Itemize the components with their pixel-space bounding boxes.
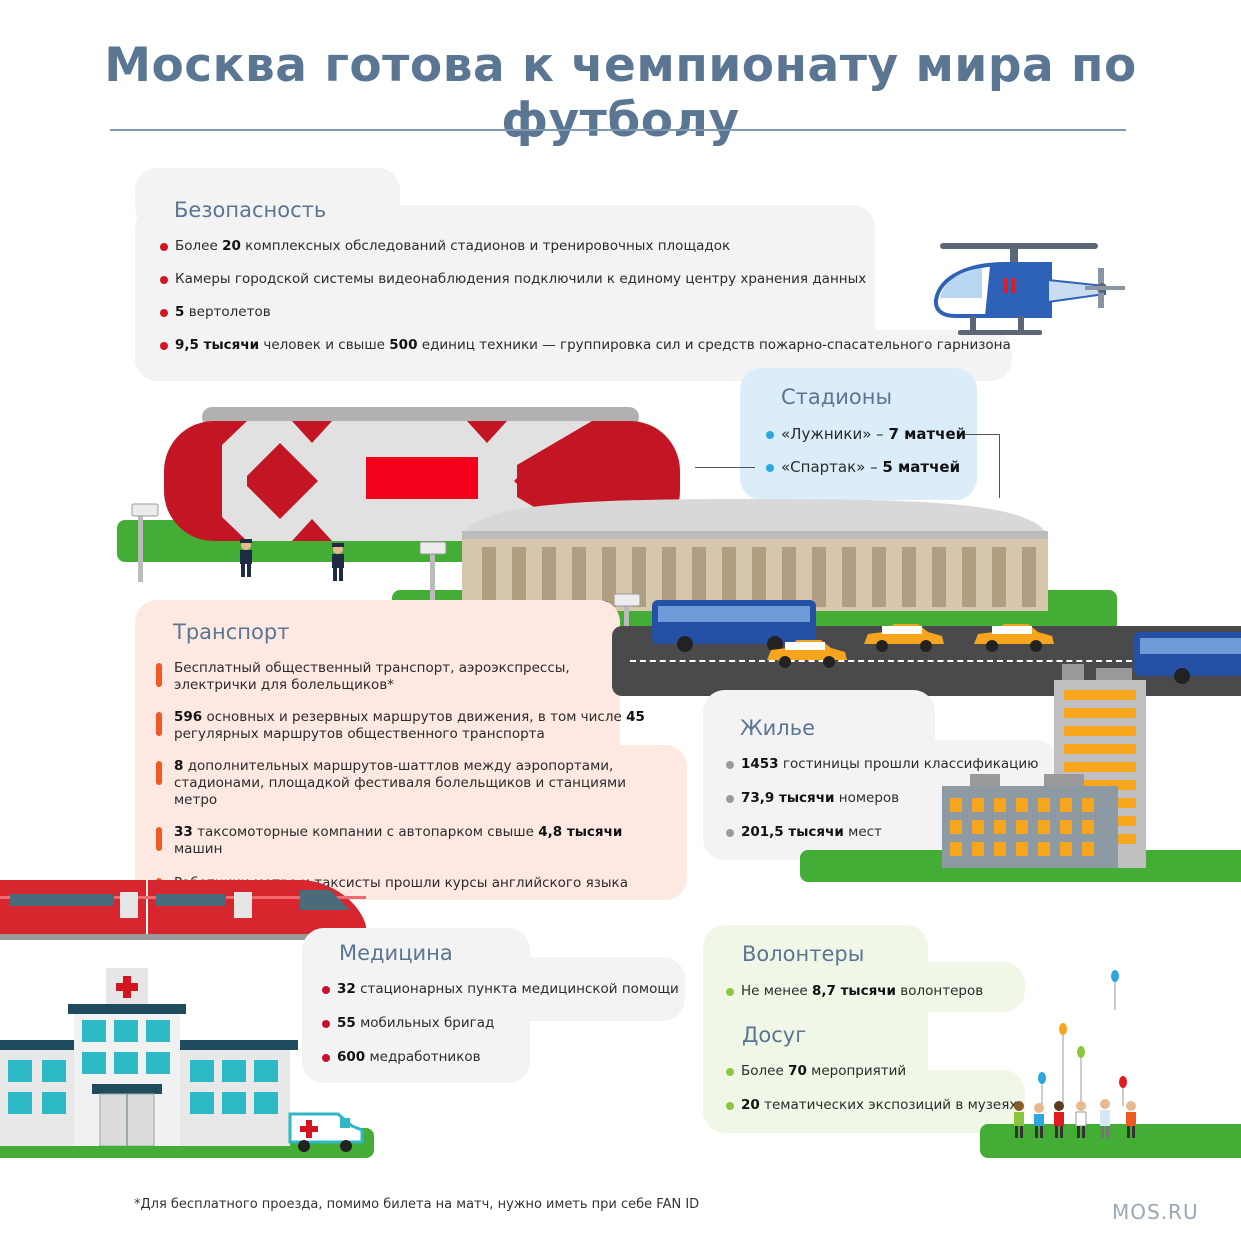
security-camera-icon bbox=[131, 503, 159, 582]
stadium-item-spartak: «Спартак» – 5 матчей bbox=[766, 459, 986, 476]
stadiums-panel bbox=[740, 368, 977, 500]
connector-line bbox=[999, 434, 1000, 498]
leisure-item: Более 70 мероприятий bbox=[726, 1063, 1026, 1080]
security-camera-icon bbox=[419, 541, 447, 618]
medicine-item: 32 стационарных пункта медицинской помощ… bbox=[322, 981, 682, 998]
aeroexpress-train-illustration bbox=[0, 880, 366, 940]
medicine-list: 32 стационарных пункта медицинской помощ… bbox=[322, 981, 682, 1066]
security-item: 5 вертолетов bbox=[160, 304, 1020, 321]
security-item: 9,5 тысячи человек и свыше 500 единиц те… bbox=[160, 337, 1020, 354]
hospital-building-illustration bbox=[0, 968, 298, 1146]
bus-icon bbox=[652, 600, 816, 652]
transport-panel-ext bbox=[135, 745, 687, 900]
taxi-icon bbox=[864, 624, 944, 652]
medicine-panel-ext bbox=[302, 957, 685, 1021]
title-divider bbox=[110, 129, 1126, 131]
security-item: Более 20 комплексных обследований стадио… bbox=[160, 238, 1020, 255]
hotel-building-illustration bbox=[942, 774, 1118, 868]
transport-item: 596 основных и резервных маршрутов движе… bbox=[156, 709, 656, 743]
police-officer-icon bbox=[332, 543, 344, 581]
footnote: *Для бесплатного проезда, помимо билета … bbox=[134, 1197, 700, 1212]
housing-list: 1453 гостиницы прошли классификацию 73,9… bbox=[726, 756, 1046, 841]
transport-item: Бесплатный общественный транспорт, аэроэ… bbox=[156, 660, 656, 694]
transport-item: 33 таксомоторные компании с автопарком с… bbox=[156, 824, 656, 858]
medicine-item: 600 медработников bbox=[322, 1049, 682, 1066]
housing-item: 201,5 тысячи мест bbox=[726, 824, 1046, 841]
transport-list: Бесплатный общественный транспорт, аэроэ… bbox=[156, 660, 656, 902]
bus-icon bbox=[1134, 632, 1241, 684]
helicopter-mark: II bbox=[1002, 274, 1017, 298]
connector-line bbox=[695, 467, 755, 468]
taxi-icon bbox=[767, 640, 847, 668]
stadium-item-luzhniki: «Лужники» – 7 матчей bbox=[766, 426, 986, 443]
medicine-item: 55 мобильных бригад bbox=[322, 1015, 682, 1032]
grass-strip bbox=[980, 1124, 1241, 1158]
page-title: Москва готова к чемпионату мира по футбо… bbox=[104, 38, 1137, 148]
volunteers-title: Волонтеры bbox=[742, 942, 865, 966]
medicine-title: Медицина bbox=[339, 941, 453, 965]
volunteers-panel-ext bbox=[703, 962, 1025, 1012]
housing-item: 1453 гостиницы прошли классификацию bbox=[726, 756, 1046, 773]
road-marking bbox=[630, 660, 1241, 662]
volunteers-item: Не менее 8,7 тысячи волонтеров bbox=[726, 983, 1026, 1000]
brand-logo[interactable]: MOS.RU bbox=[1112, 1200, 1199, 1224]
police-officer-icon bbox=[240, 539, 252, 577]
luzhniki-stadium-illustration bbox=[462, 499, 1048, 611]
people-with-balloons-illustration bbox=[1014, 970, 1136, 1138]
housing-item: 73,9 тысячи номеров bbox=[726, 790, 1046, 807]
stadiums-title: Стадионы bbox=[781, 385, 893, 409]
security-title: Безопасность bbox=[174, 198, 327, 222]
leisure-item: 20 тематических экспозиций в музеях bbox=[726, 1097, 1026, 1114]
ambulance-icon bbox=[288, 1112, 364, 1152]
leisure-title: Досуг bbox=[742, 1023, 807, 1047]
housing-title: Жилье bbox=[740, 716, 815, 740]
security-item: Камеры городской системы видеонаблюдения… bbox=[160, 271, 1020, 288]
connector-line bbox=[965, 434, 1000, 435]
volunteers-list: Не менее 8,7 тысячи волонтеров bbox=[726, 983, 1026, 1000]
taxi-icon bbox=[974, 624, 1054, 652]
helicopter-icon: II bbox=[933, 243, 1125, 335]
transport-item: 8 дополнительных маршрутов-шаттлов между… bbox=[156, 758, 656, 809]
security-list: Более 20 комплексных обследований стадио… bbox=[160, 238, 1020, 354]
transport-title: Транспорт bbox=[173, 620, 290, 644]
leisure-panel-ext bbox=[703, 1070, 1025, 1133]
stadiums-list: «Лужники» – 7 матчей «Спартак» – 5 матче… bbox=[766, 426, 986, 476]
leisure-list: Более 70 мероприятий 20 тематических экс… bbox=[726, 1063, 1026, 1114]
